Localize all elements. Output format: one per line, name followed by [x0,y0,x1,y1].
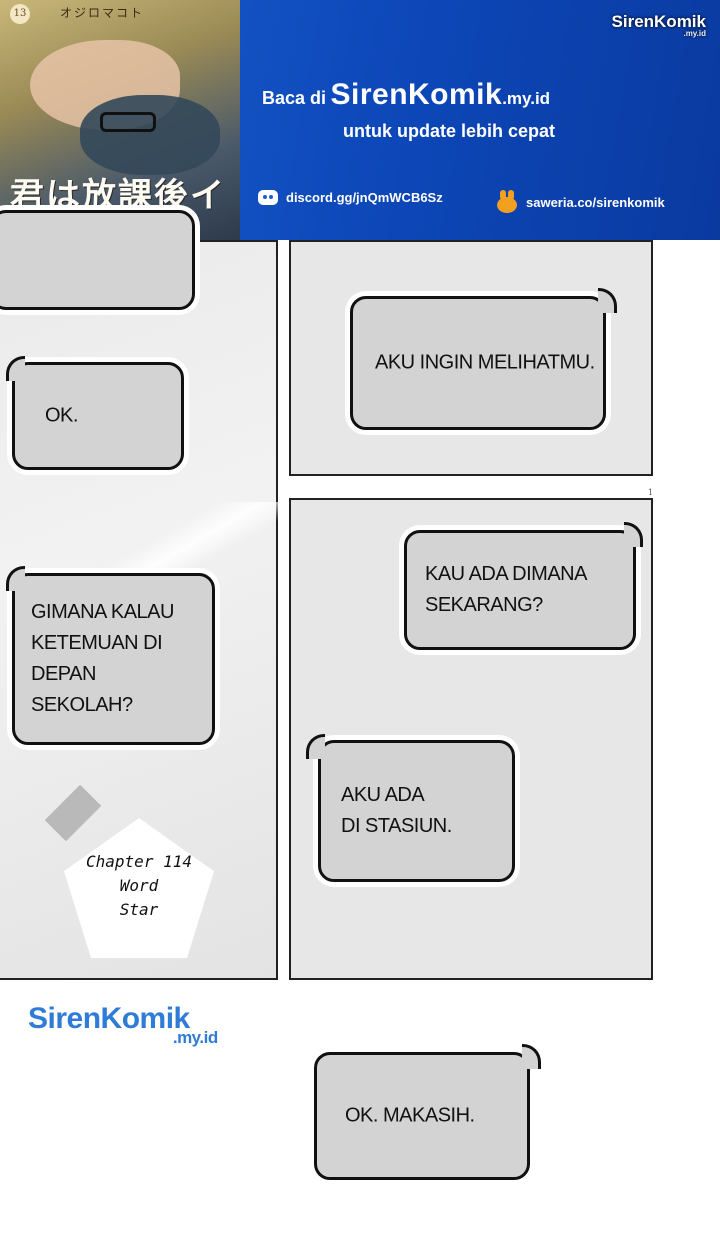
discord-icon [258,190,278,205]
bubble-text: AKU INGIN MELIHATMU. [375,351,595,374]
bubble-tail [6,356,25,381]
bubble-tail [624,522,643,547]
bubble-tail [6,566,25,591]
bubble-text: KAU ADA DIMANA SEKARANG? [425,563,587,616]
headline-tld: .my.id [502,89,551,108]
speech-bubble: KAU ADA DIMANA SEKARANG? [404,530,636,650]
site-logo[interactable]: SirenKomik .my.id [612,12,706,38]
promo-banner: 13 オジロマコト 君は放課後インソムニア SirenKomik .my.id … [0,0,720,240]
bubble-text: OK. MAKASIH. [345,1104,475,1127]
saweria-link-text: saweria.co/sirenkomik [526,194,665,210]
bubble-text: OK. [45,404,78,427]
banner-headline[interactable]: Baca di SirenKomik.my.id [262,78,550,112]
discord-link[interactable]: discord.gg/jnQmWCB6Sz [258,190,443,205]
watermark-logo: SirenKomik .my.id [28,1002,218,1048]
speech-bubble: OK. MAKASIH. [314,1052,530,1180]
speech-bubble: AKU INGIN MELIHATMU. [350,296,606,430]
headline-prefix: Baca di [262,88,327,108]
site-logo-tld: .my.id [683,29,706,38]
speech-bubble: GIMANA KALAU KETEMUAN DI DEPAN SEKOLAH? [12,573,215,745]
watermark-name: SirenKomik [28,1002,190,1035]
saweria-icon [496,190,518,214]
watermark-tld: .my.id [172,1028,218,1047]
speech-bubble: OK. [12,362,184,470]
page-number: 1 [648,488,654,497]
manga-cover: 13 オジロマコト 君は放課後インソムニア [0,0,240,240]
bubble-tail [598,288,617,313]
chapter-name-line2: Star [119,900,159,919]
banner-subline: untuk update lebih cepat [343,121,556,141]
headline-brand: SirenKomik [330,78,503,111]
bubble-tail [522,1044,541,1069]
bubble-text: AKU ADA DI STASIUN. [341,784,452,837]
site-logo-name: SirenKomik [611,12,706,31]
cover-character-illustration-2 [80,95,220,175]
manga-page: 1 AKU INGIN MELIHATMU. OK. KAU ADA DIMAN… [0,210,720,1258]
bubble-tail [306,734,325,759]
chapter-title: Chapter 114 Word Star [64,850,214,922]
bubble-text: GIMANA KALAU KETEMUAN DI DEPAN SEKOLAH? [31,601,174,716]
cover-volume-number: 13 [10,4,30,24]
discord-link-text: discord.gg/jnQmWCB6Sz [286,190,443,205]
chapter-name-line1: Word [119,876,159,895]
cover-author: オジロマコト [60,6,145,20]
speech-bubble [0,210,195,310]
chapter-number: Chapter 114 [86,852,192,871]
glasses-illustration [100,112,156,132]
saweria-link[interactable]: saweria.co/sirenkomik [496,190,665,214]
speech-bubble: AKU ADA DI STASIUN. [318,740,515,882]
